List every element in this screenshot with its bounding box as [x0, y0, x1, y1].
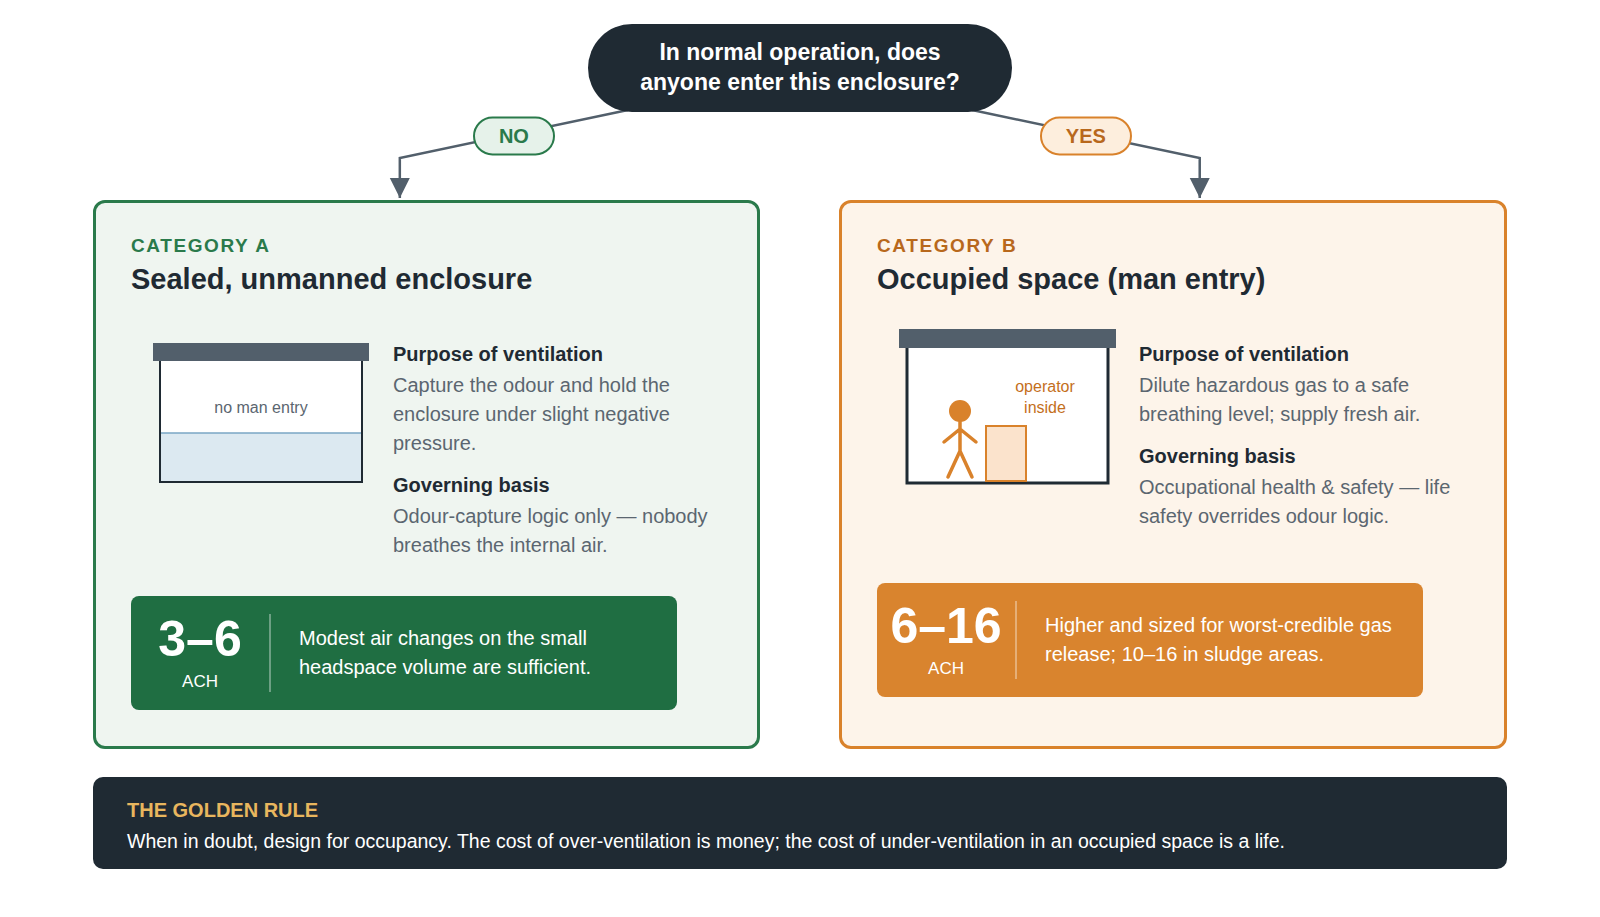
tank-figure: no man entry [153, 343, 369, 485]
liquid-fill [160, 433, 362, 482]
section-heading: Purpose of ventilation [1139, 343, 1475, 366]
section-heading: Governing basis [393, 474, 729, 497]
ach-unit: ACH [928, 659, 964, 679]
ach-value: 3–6 [158, 614, 241, 664]
question-text: In normal operation, does anyone enter t… [610, 38, 990, 98]
tank-wall [160, 361, 362, 482]
room-illustration [899, 329, 1116, 486]
ach-description: Higher and sized for worst-credible gas … [1045, 611, 1403, 669]
ach-unit: ACH [182, 672, 218, 692]
decision-connector [972, 110, 1200, 198]
operator-figure [944, 422, 976, 477]
category-panel: Purpose of ventilationDilute hazardous g… [839, 200, 1507, 749]
room-roof [899, 329, 1116, 348]
rule-text: When in doubt, design for occupancy. The… [127, 828, 1473, 854]
tank-interior [160, 361, 362, 482]
room-wall [907, 348, 1108, 483]
category-title: Occupied space (man entry) [877, 263, 1265, 296]
section-body: Occupational health & safety — life safe… [1139, 473, 1475, 531]
golden-rule-band: THE GOLDEN RULE When in doubt, design for… [93, 777, 1507, 869]
section-heading: Purpose of ventilation [393, 343, 729, 366]
section-body: Capture the odour and hold the enclosure… [393, 371, 729, 458]
desc-group: Higher and sized for worst-credible gas … [1017, 583, 1423, 697]
category-panel: Purpose of ventilationCapture the odour … [93, 200, 760, 749]
liquid-surface [160, 432, 362, 434]
section-body: Dilute hazardous gas to a safe breathing… [1139, 371, 1475, 429]
operator-head [949, 400, 971, 422]
ach-value: 6–16 [890, 601, 1001, 651]
category-label: CATEGORY B [877, 235, 1017, 257]
category-title: Sealed, unmanned enclosure [131, 263, 532, 296]
figure-label: no man entry [153, 399, 369, 417]
num-group: 3–6ACH [131, 614, 271, 692]
decision-connector [400, 110, 628, 198]
num-group: 6–16ACH [877, 601, 1017, 679]
room-figure: operator inside [899, 329, 1116, 486]
col-group: Purpose of ventilationCapture the odour … [393, 343, 729, 576]
col-group: Purpose of ventilationDilute hazardous g… [1139, 343, 1475, 547]
desc-group: Modest air changes on the small headspac… [271, 596, 677, 710]
branch-label: YES [1040, 117, 1132, 156]
door [986, 426, 1026, 481]
ach-band: 3–6ACH Modest air changes on the small he… [131, 596, 677, 710]
question-pill: In normal operation, does anyone enter t… [588, 24, 1012, 112]
category-label: CATEGORY A [131, 235, 271, 257]
ach-description: Modest air changes on the small headspac… [299, 624, 657, 682]
rule-heading: THE GOLDEN RULE [127, 799, 1473, 822]
section-heading: Governing basis [1139, 445, 1475, 468]
section-body: Odour-capture logic only — nobody breath… [393, 502, 729, 560]
ach-band: 6–16ACH Higher and sized for worst-credib… [877, 583, 1423, 697]
figure-label: operator inside [999, 377, 1091, 419]
branch-label: NO [473, 117, 555, 156]
tank-cover [153, 343, 369, 361]
